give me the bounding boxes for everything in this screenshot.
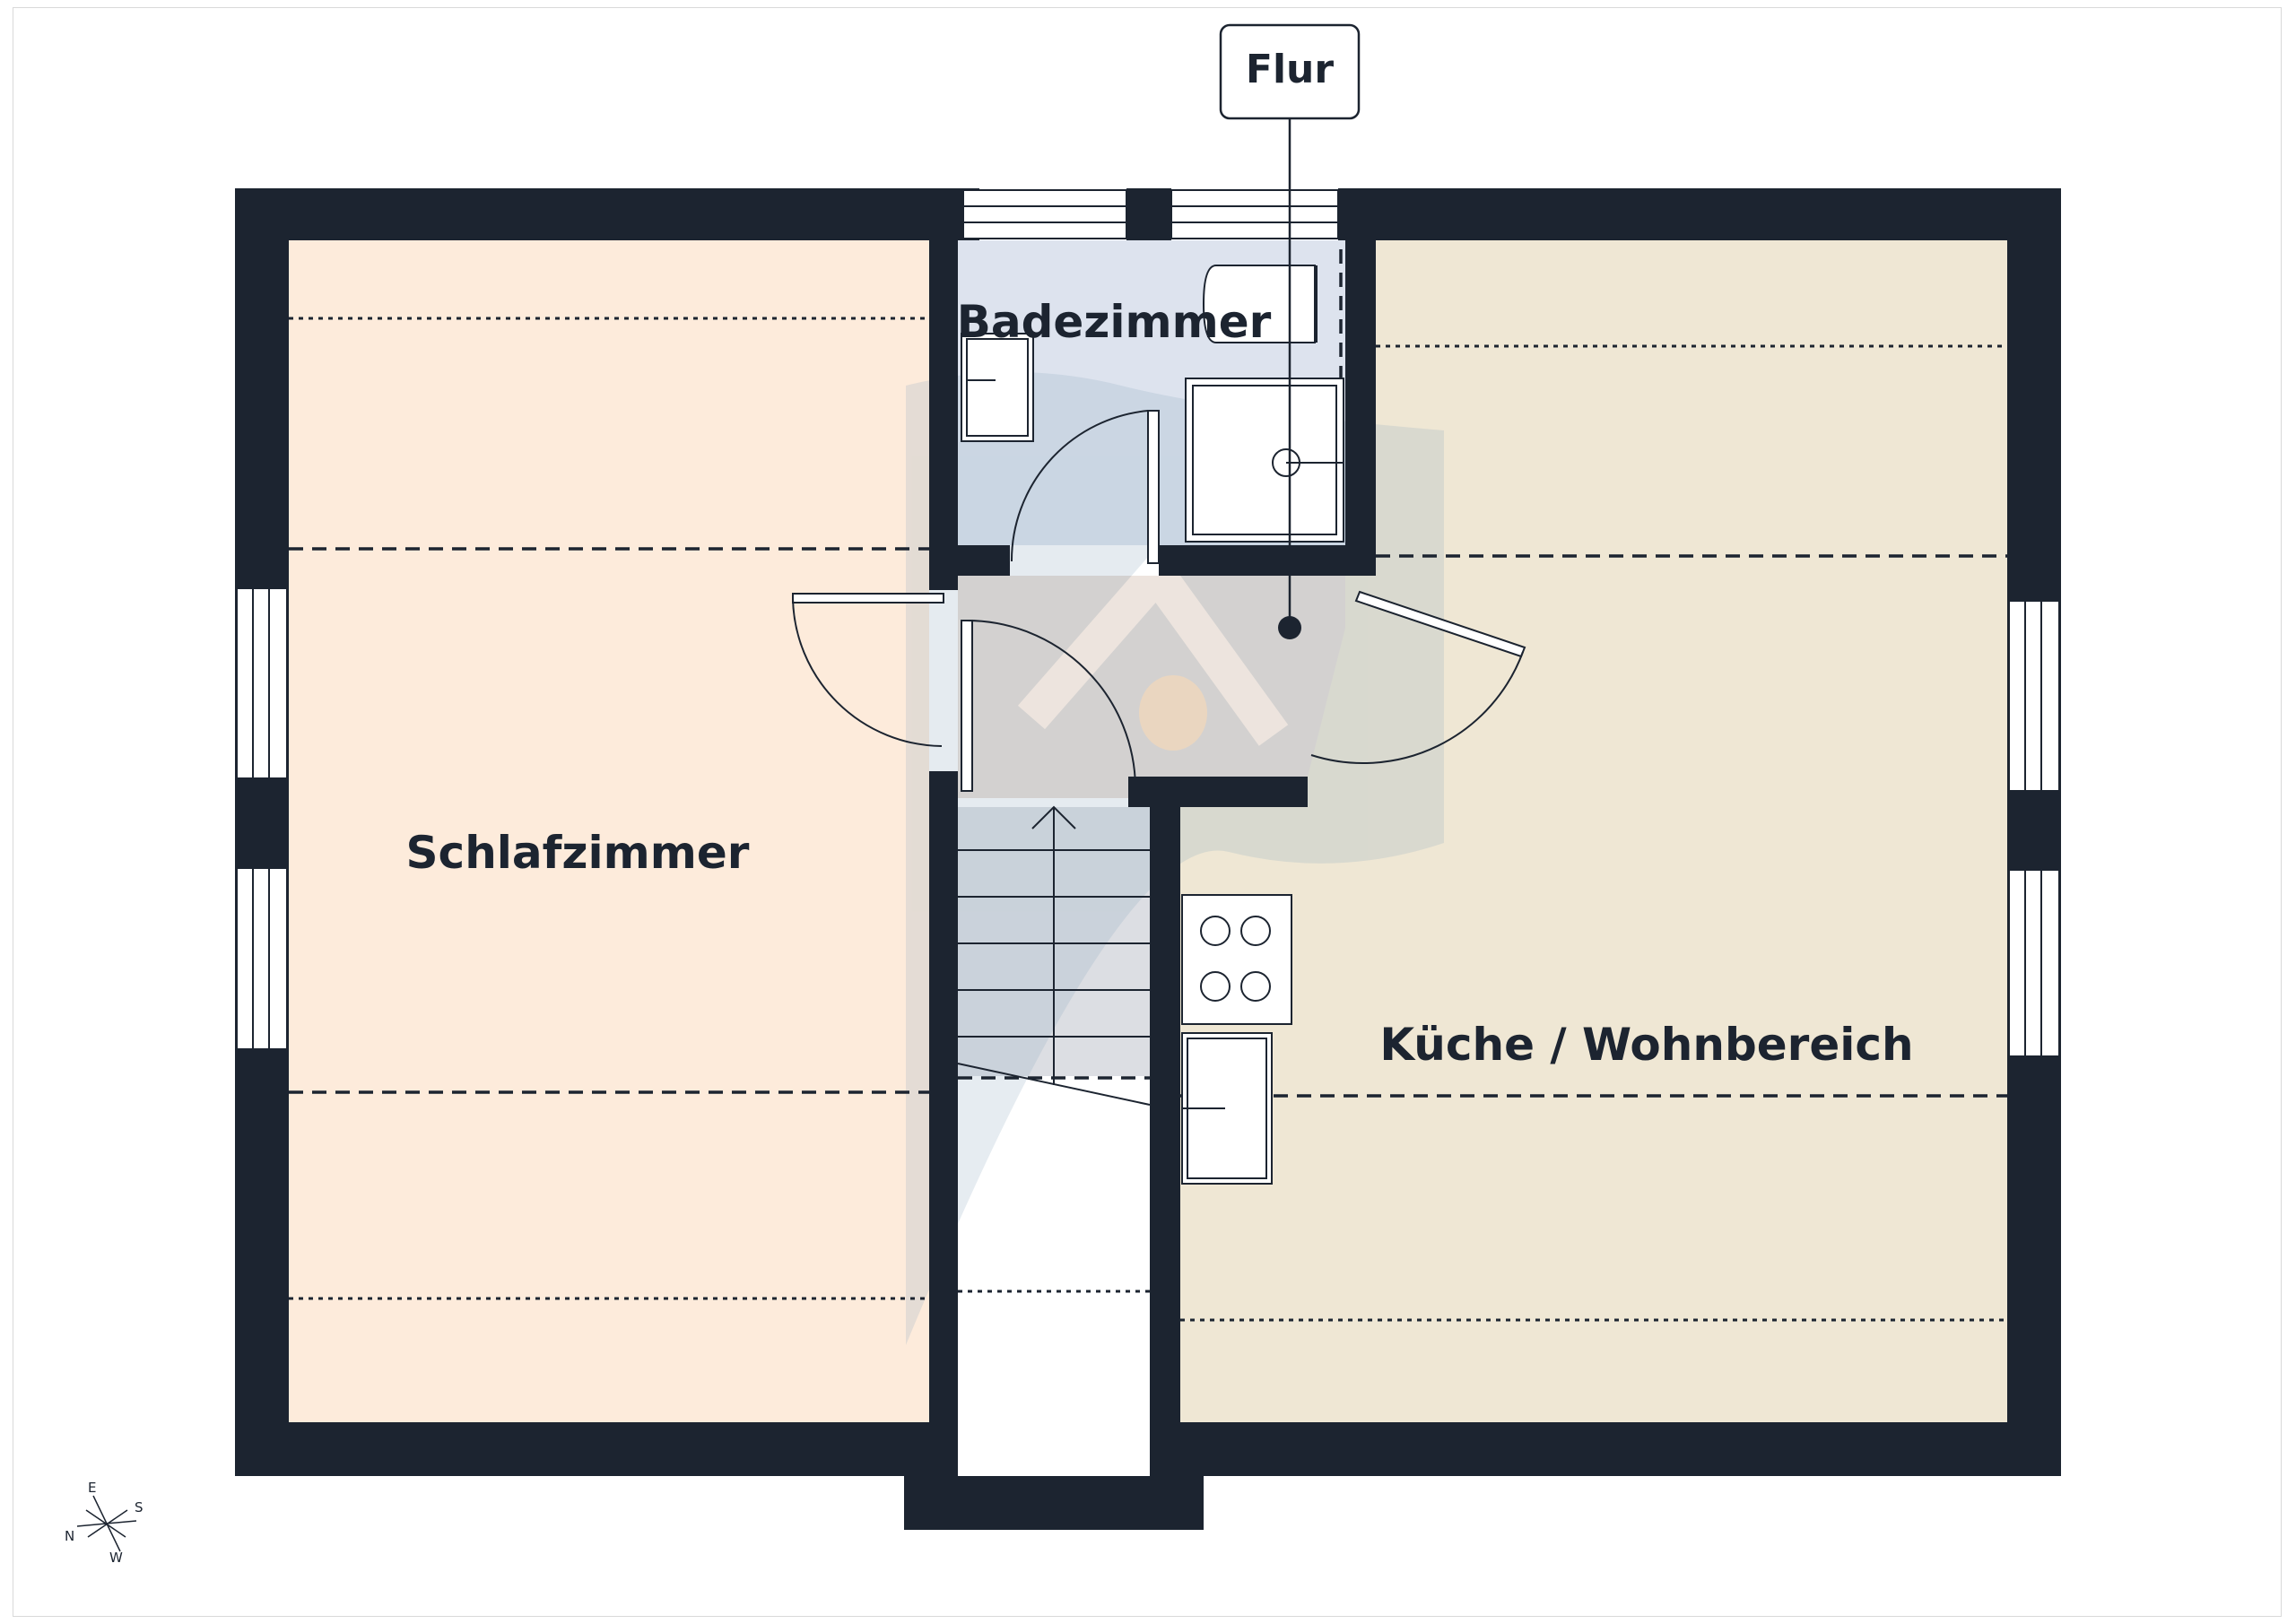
stove-burner-icon [1200, 971, 1231, 1002]
doors[interactable] [792, 410, 1526, 792]
compass-s: S [135, 1499, 144, 1515]
walls [235, 188, 2061, 1530]
room-label-badezimmer: Badezimmer [957, 296, 1272, 348]
compass-n: N [65, 1528, 74, 1544]
room-label-schlafzimmer: Schlafzimmer [406, 827, 750, 879]
flur-label: Flur [1246, 47, 1334, 92]
stairs-direction-arrow-icon [1031, 805, 1076, 829]
door-schlafzimmer[interactable] [792, 593, 944, 747]
stove-burner-icon [1240, 971, 1271, 1002]
stove-burner-icon [1240, 916, 1271, 946]
windows [236, 189, 2060, 1057]
compass-e: E [88, 1480, 96, 1496]
door-bathroom[interactable] [1010, 410, 1160, 564]
sink [961, 333, 1034, 442]
stairwell-void [958, 1076, 1150, 1476]
room-schlafzimmer-area [289, 240, 929, 1422]
stove [1181, 894, 1292, 1025]
stove-burner-icon [1200, 916, 1231, 946]
flur-area [958, 576, 1345, 798]
stairs[interactable] [957, 805, 1151, 1106]
flur-callout: Flur [1219, 23, 1361, 639]
flur-marker-dot [1278, 616, 1301, 639]
bathtub [1185, 378, 1344, 543]
compass-w: W [109, 1550, 123, 1566]
door-stairs[interactable] [961, 620, 1136, 792]
toilet [1202, 265, 1316, 343]
bathroom-fixtures [961, 265, 1344, 543]
kitchen-fixtures [1181, 894, 1292, 1185]
door-kueche[interactable] [1310, 590, 1526, 764]
compass-rose-icon: E S N W [65, 1480, 144, 1566]
room-label-kueche: Küche / Wohnbereich [1379, 1019, 1913, 1071]
